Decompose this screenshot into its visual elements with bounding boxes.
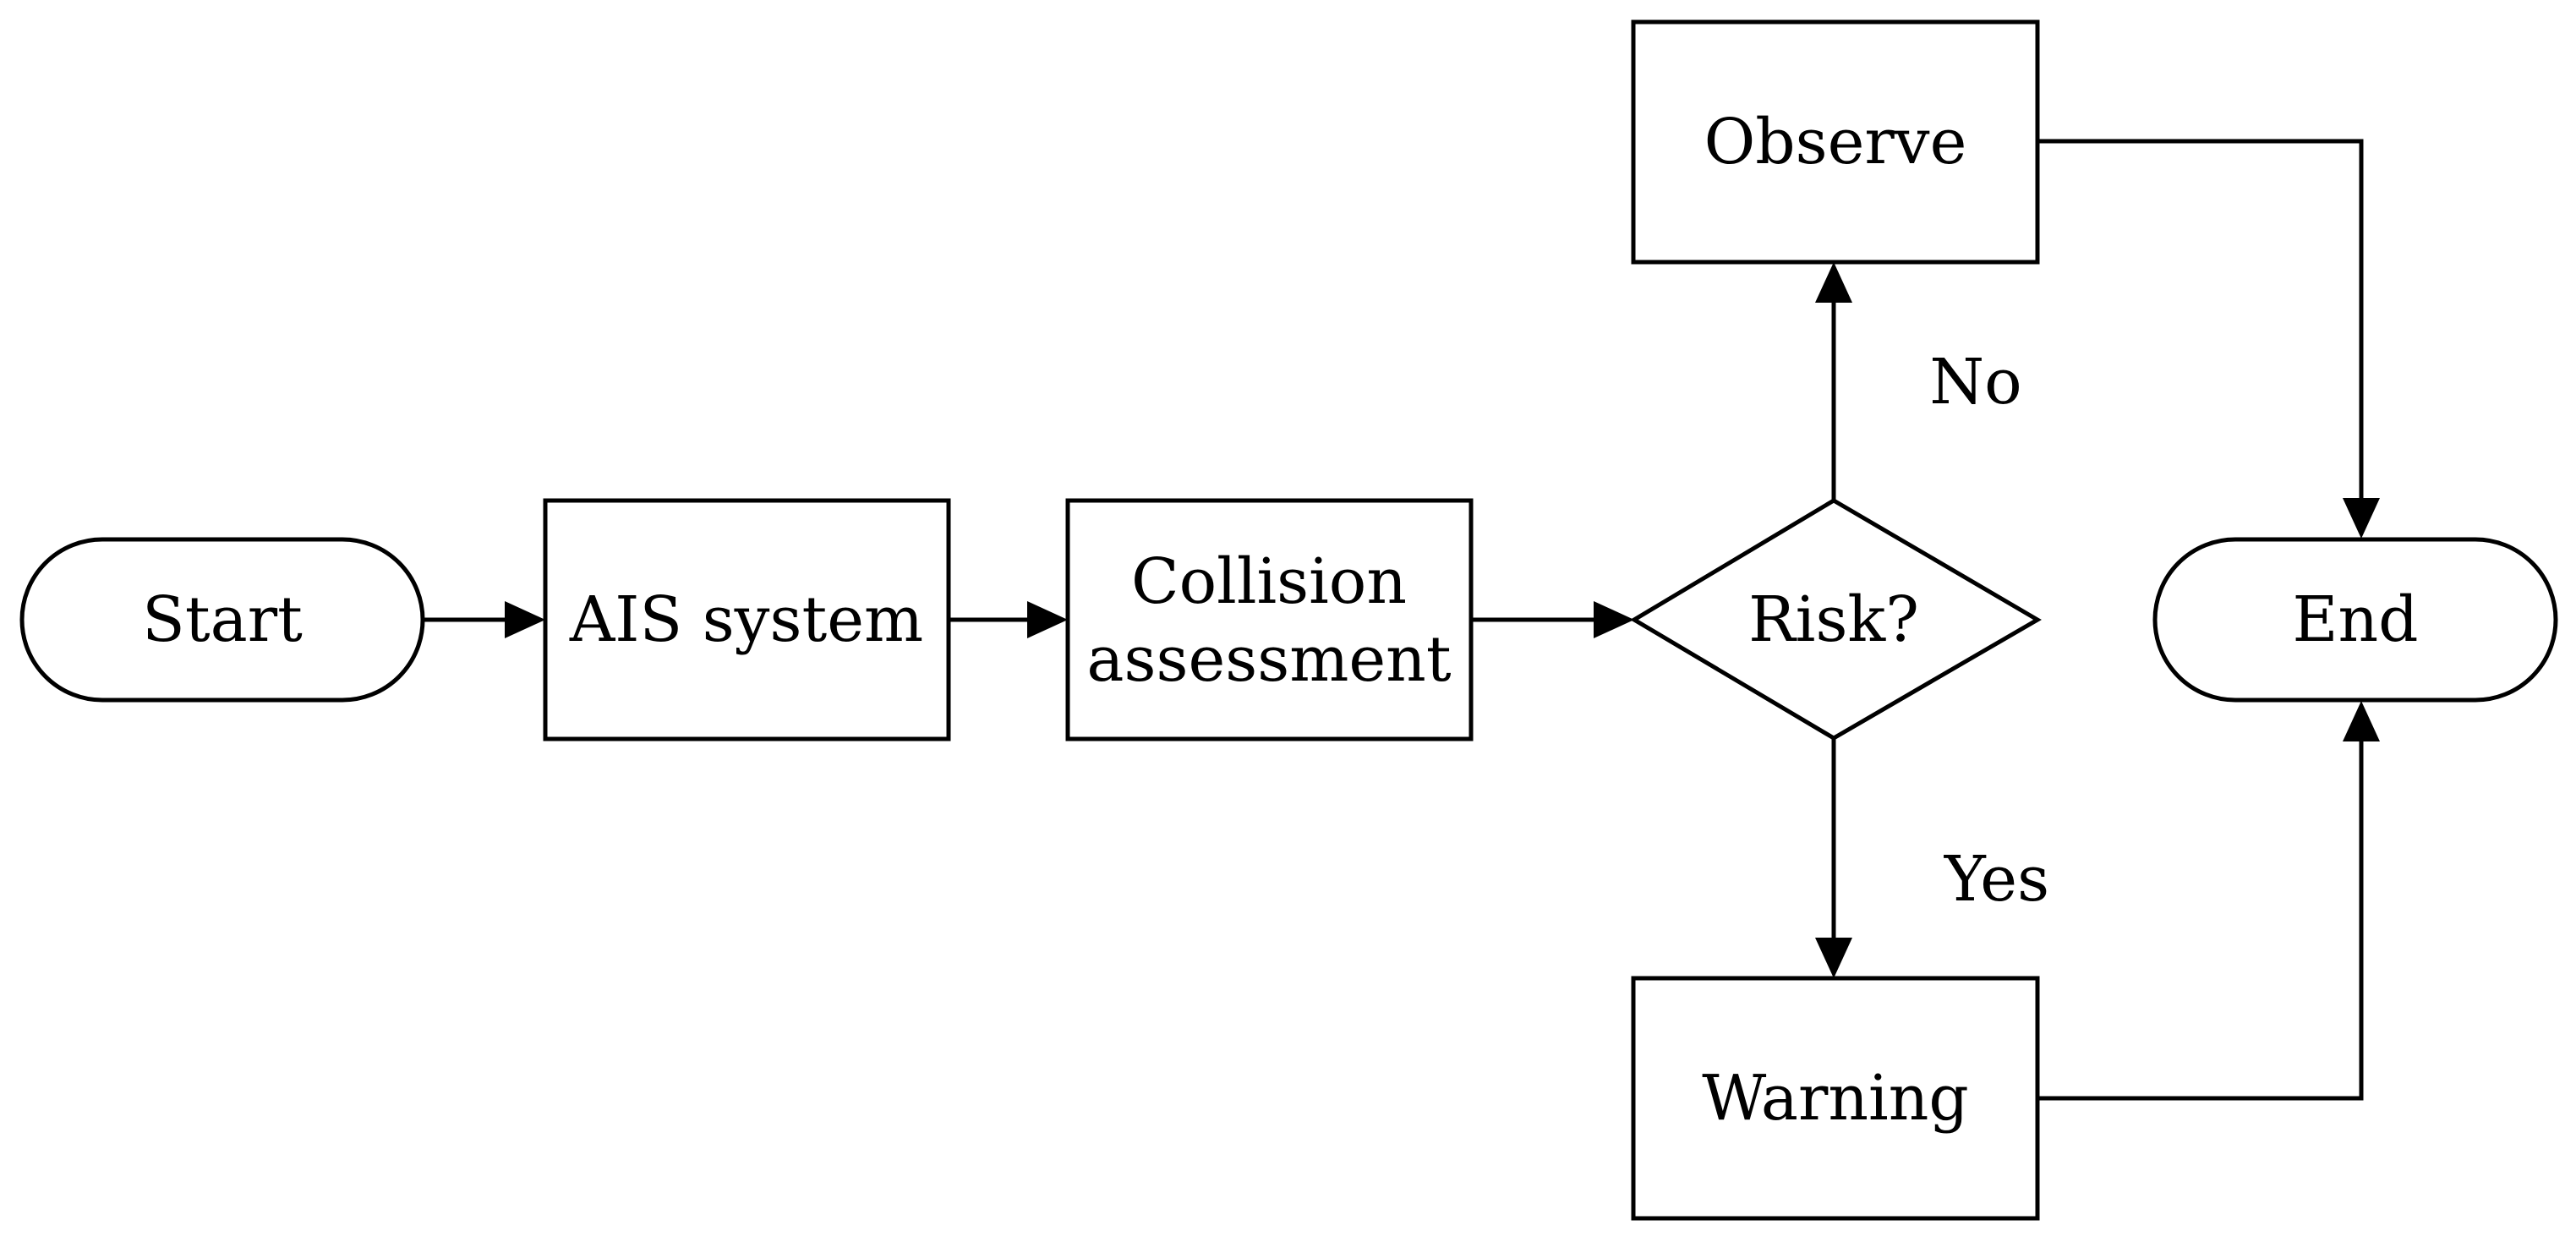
arrowhead-risk-to-warning xyxy=(1815,938,1852,978)
risk-label: Risk? xyxy=(1748,583,1919,656)
edge-label-yes: Yes xyxy=(1944,843,2049,916)
warning-label: Warning xyxy=(1702,1062,1968,1135)
node-ais-system: AIS system xyxy=(543,498,951,741)
node-observe: Observe xyxy=(1631,19,2040,265)
edge-label-no: No xyxy=(1929,346,2021,419)
collision-assessment-label-line-1: Collision xyxy=(1131,545,1407,618)
risk-decision-shape xyxy=(1630,498,2042,741)
edge-observe-to-end xyxy=(2037,139,2364,499)
start-label: Start xyxy=(142,583,303,656)
connectors xyxy=(423,139,2380,1101)
ais-system-process-shape xyxy=(543,498,951,741)
node-end: End xyxy=(2152,537,2558,703)
observe-label: Observe xyxy=(1704,106,1967,178)
arrowhead-start-to-ais xyxy=(505,601,545,638)
ais-system-label: AIS system xyxy=(569,583,923,656)
start-terminal-shape xyxy=(19,537,425,703)
node-warning: Warning xyxy=(1631,976,2040,1221)
edge-warning-to-end xyxy=(2037,741,2364,1101)
end-label: End xyxy=(2292,583,2418,656)
end-terminal-shape xyxy=(2152,537,2558,703)
node-collision-assessment: Collision assessment xyxy=(1065,498,1474,741)
observe-process-shape xyxy=(1631,19,2040,265)
arrowhead-ais-to-collision xyxy=(1027,601,1068,638)
arrowhead-risk-to-observe xyxy=(1815,262,1852,303)
warning-process-shape xyxy=(1631,976,2040,1221)
node-risk: Risk? xyxy=(1630,498,2042,741)
collision-assessment-label-line-2: assessment xyxy=(1086,623,1451,696)
arrowhead-collision-to-risk xyxy=(1594,601,1634,638)
node-start: Start xyxy=(19,537,425,703)
arrowhead-observe-to-end xyxy=(2343,498,2380,539)
collision-assessment-process-shape xyxy=(1065,498,1474,741)
arrowhead-warning-to-end xyxy=(2343,701,2380,741)
